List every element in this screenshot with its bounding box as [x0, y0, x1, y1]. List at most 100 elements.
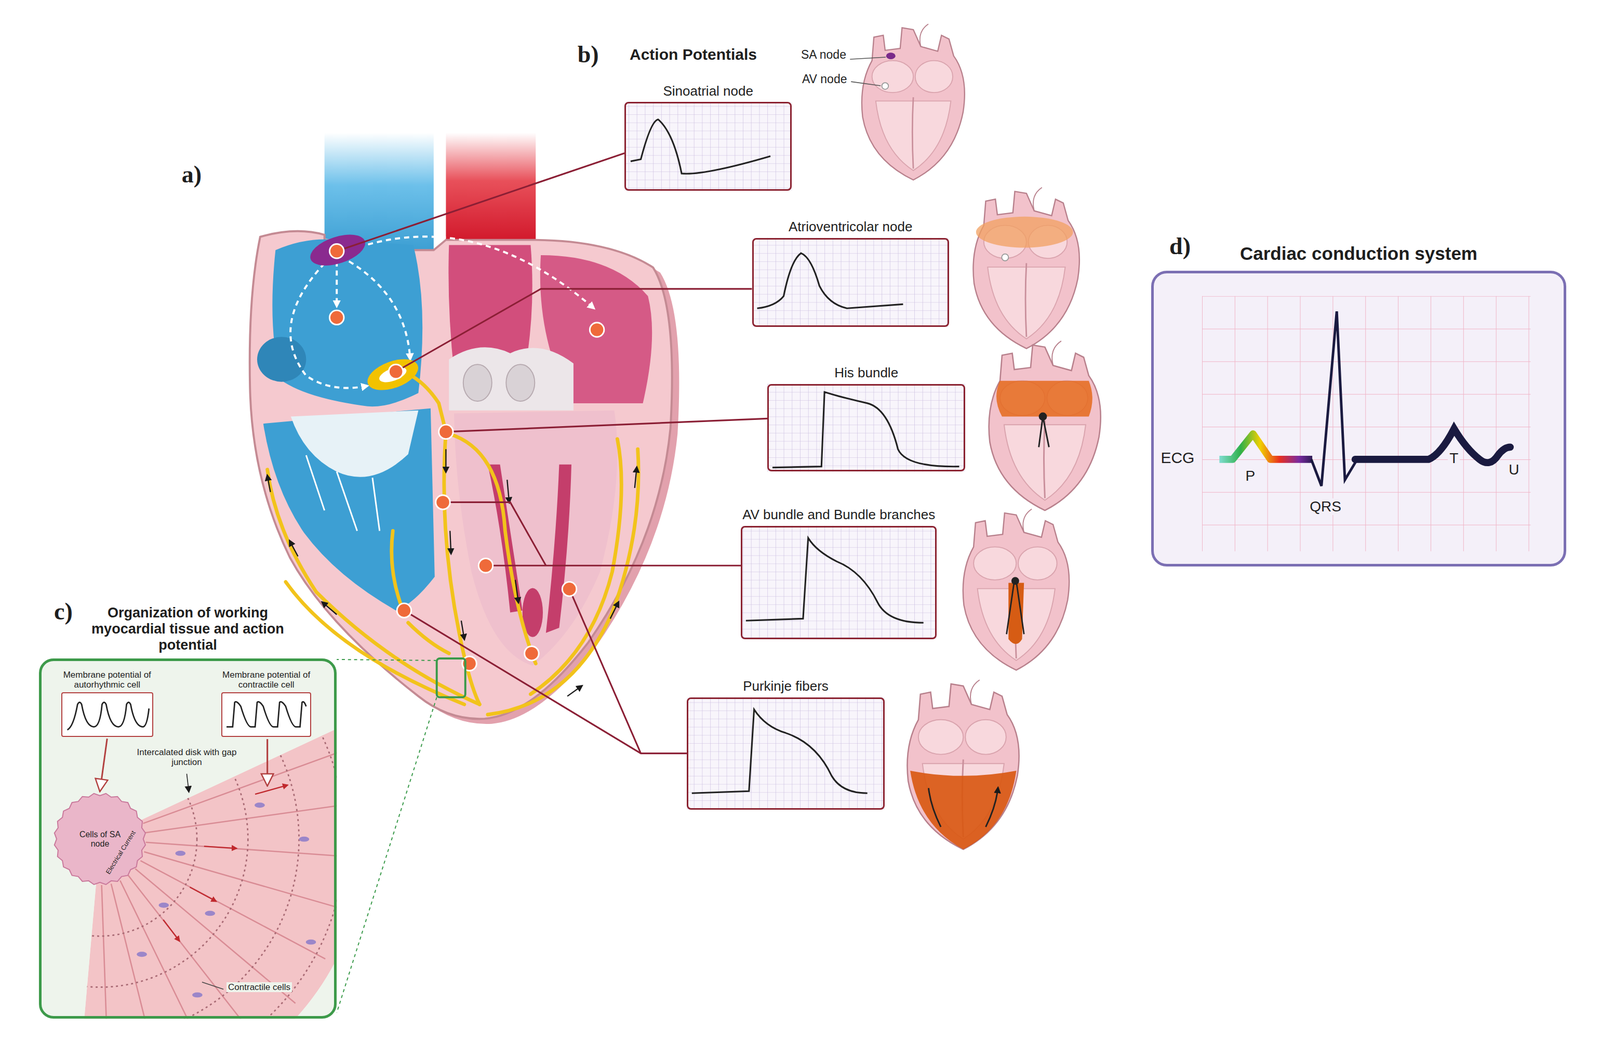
site-dot — [478, 557, 493, 573]
qrs-complex — [1311, 311, 1357, 486]
tissue-illustration — [0, 593, 366, 1055]
action-potential-traces — [624, 101, 792, 191]
conduction-arrow — [289, 540, 299, 556]
leader-line — [404, 610, 687, 754]
tissue-illustration — [221, 691, 312, 737]
mini-heart — [1006, 580, 1025, 635]
action-potential-box: Atrioventricolar node — [752, 237, 950, 327]
box-heading: Membrane potential of autorhythmic cell — [51, 669, 164, 690]
conduction-arrow — [322, 602, 338, 615]
mini-heart — [989, 340, 1101, 511]
ecg-panel: Cardiac conduction system — [1151, 270, 1567, 567]
zoom-line — [336, 659, 437, 1013]
tissue-illustration — [163, 784, 288, 942]
mini-heart — [910, 770, 1017, 849]
action-potential-box: His bundle — [767, 383, 966, 472]
tissue-illustration — [128, 874, 258, 1019]
zoom-square — [436, 658, 466, 698]
mini-heart — [963, 509, 1070, 671]
mini-heart — [1001, 254, 1009, 261]
tissue-illustration — [38, 658, 338, 1019]
tissue-illustration — [254, 802, 265, 808]
mini-heart — [1038, 416, 1050, 447]
tissue-illustration — [101, 884, 110, 1019]
leader-line — [569, 588, 642, 753]
mini-heart — [882, 82, 889, 90]
conduction-arrow — [515, 579, 519, 603]
leader-line — [395, 288, 753, 372]
action-potential-traces — [740, 525, 937, 639]
tissue-illustration — [136, 951, 148, 957]
mini-heart — [849, 23, 1101, 849]
contractile-trace — [226, 701, 306, 727]
autorhythmic-trace-box: Membrane potential of autorhythmic cell — [61, 691, 154, 737]
site-dot — [329, 243, 604, 671]
autorhythmic-trace — [67, 701, 150, 730]
tissue-illustration — [204, 910, 216, 916]
tissue-illustration — [175, 850, 186, 856]
action-potential-box: Purkinje fibers — [686, 697, 885, 810]
tissue-illustration — [145, 842, 338, 857]
sa-node-cells-circle: Cells of SA nodeElectrical Current — [52, 791, 148, 886]
conduction-pathway — [408, 622, 450, 653]
action-potential-traces — [624, 101, 792, 191]
tissue-illustration — [38, 690, 249, 988]
conduction-arrow — [461, 620, 465, 639]
wave-name: P — [1243, 467, 1257, 485]
mini-heart — [907, 679, 1019, 849]
panel-title: Action Potentials — [629, 45, 757, 64]
mini-heart — [989, 340, 1101, 511]
right-ventricle — [263, 408, 435, 611]
contractile-trace-box: Membrane potential of contractile cell — [221, 691, 312, 737]
leader-line — [336, 153, 625, 252]
action-potential-traces — [740, 525, 937, 639]
wave-name: T — [1447, 449, 1460, 467]
conduction-arrow — [449, 530, 451, 553]
part-name: AV node — [802, 72, 848, 86]
chordae — [305, 455, 380, 531]
conduction-pathway — [391, 530, 404, 610]
conduction-arrow — [634, 467, 637, 488]
action-potential-traces — [767, 383, 966, 472]
impulse-arrow — [290, 263, 368, 389]
trabecula — [545, 464, 572, 633]
box-heading: Atrioventricolar node — [788, 219, 913, 235]
action-potential-traces — [686, 697, 885, 810]
tissue-illustration — [140, 860, 326, 959]
panel-letter: c) — [54, 597, 73, 626]
p-wave — [1219, 433, 1313, 460]
tissue-illustration — [145, 803, 337, 833]
tissue-illustration — [305, 939, 317, 945]
av-node — [363, 352, 423, 396]
action-potential-traces — [752, 237, 950, 327]
site-dot — [435, 495, 451, 510]
circle-outline — [54, 793, 146, 885]
mini-heart — [861, 23, 965, 180]
action-potential-traces — [767, 383, 966, 472]
signal-arrow — [99, 738, 108, 791]
box-heading: Purkinje fibers — [742, 678, 829, 695]
action-potential-traces — [624, 101, 966, 809]
leader-line — [445, 418, 768, 432]
mini-heart — [972, 187, 1079, 349]
impulse-arrow — [349, 261, 411, 360]
valve-cusp — [505, 364, 535, 402]
site-dot — [396, 603, 412, 618]
wave-name: QRS — [1308, 498, 1343, 515]
action-potential-curve — [745, 537, 924, 623]
action-potential-curve — [691, 709, 868, 793]
action-potential-curve — [630, 119, 960, 793]
tissue-illustration — [38, 658, 338, 1019]
tissue-illustration — [135, 868, 296, 1003]
mini-heart — [972, 187, 1079, 349]
tissue-illustration — [158, 902, 169, 908]
tissue-illustration — [120, 880, 212, 1019]
site-dot — [438, 424, 454, 439]
mini-heart — [1038, 412, 1048, 421]
tissue-illustration — [189, 886, 217, 902]
tissue-illustration — [204, 845, 237, 848]
